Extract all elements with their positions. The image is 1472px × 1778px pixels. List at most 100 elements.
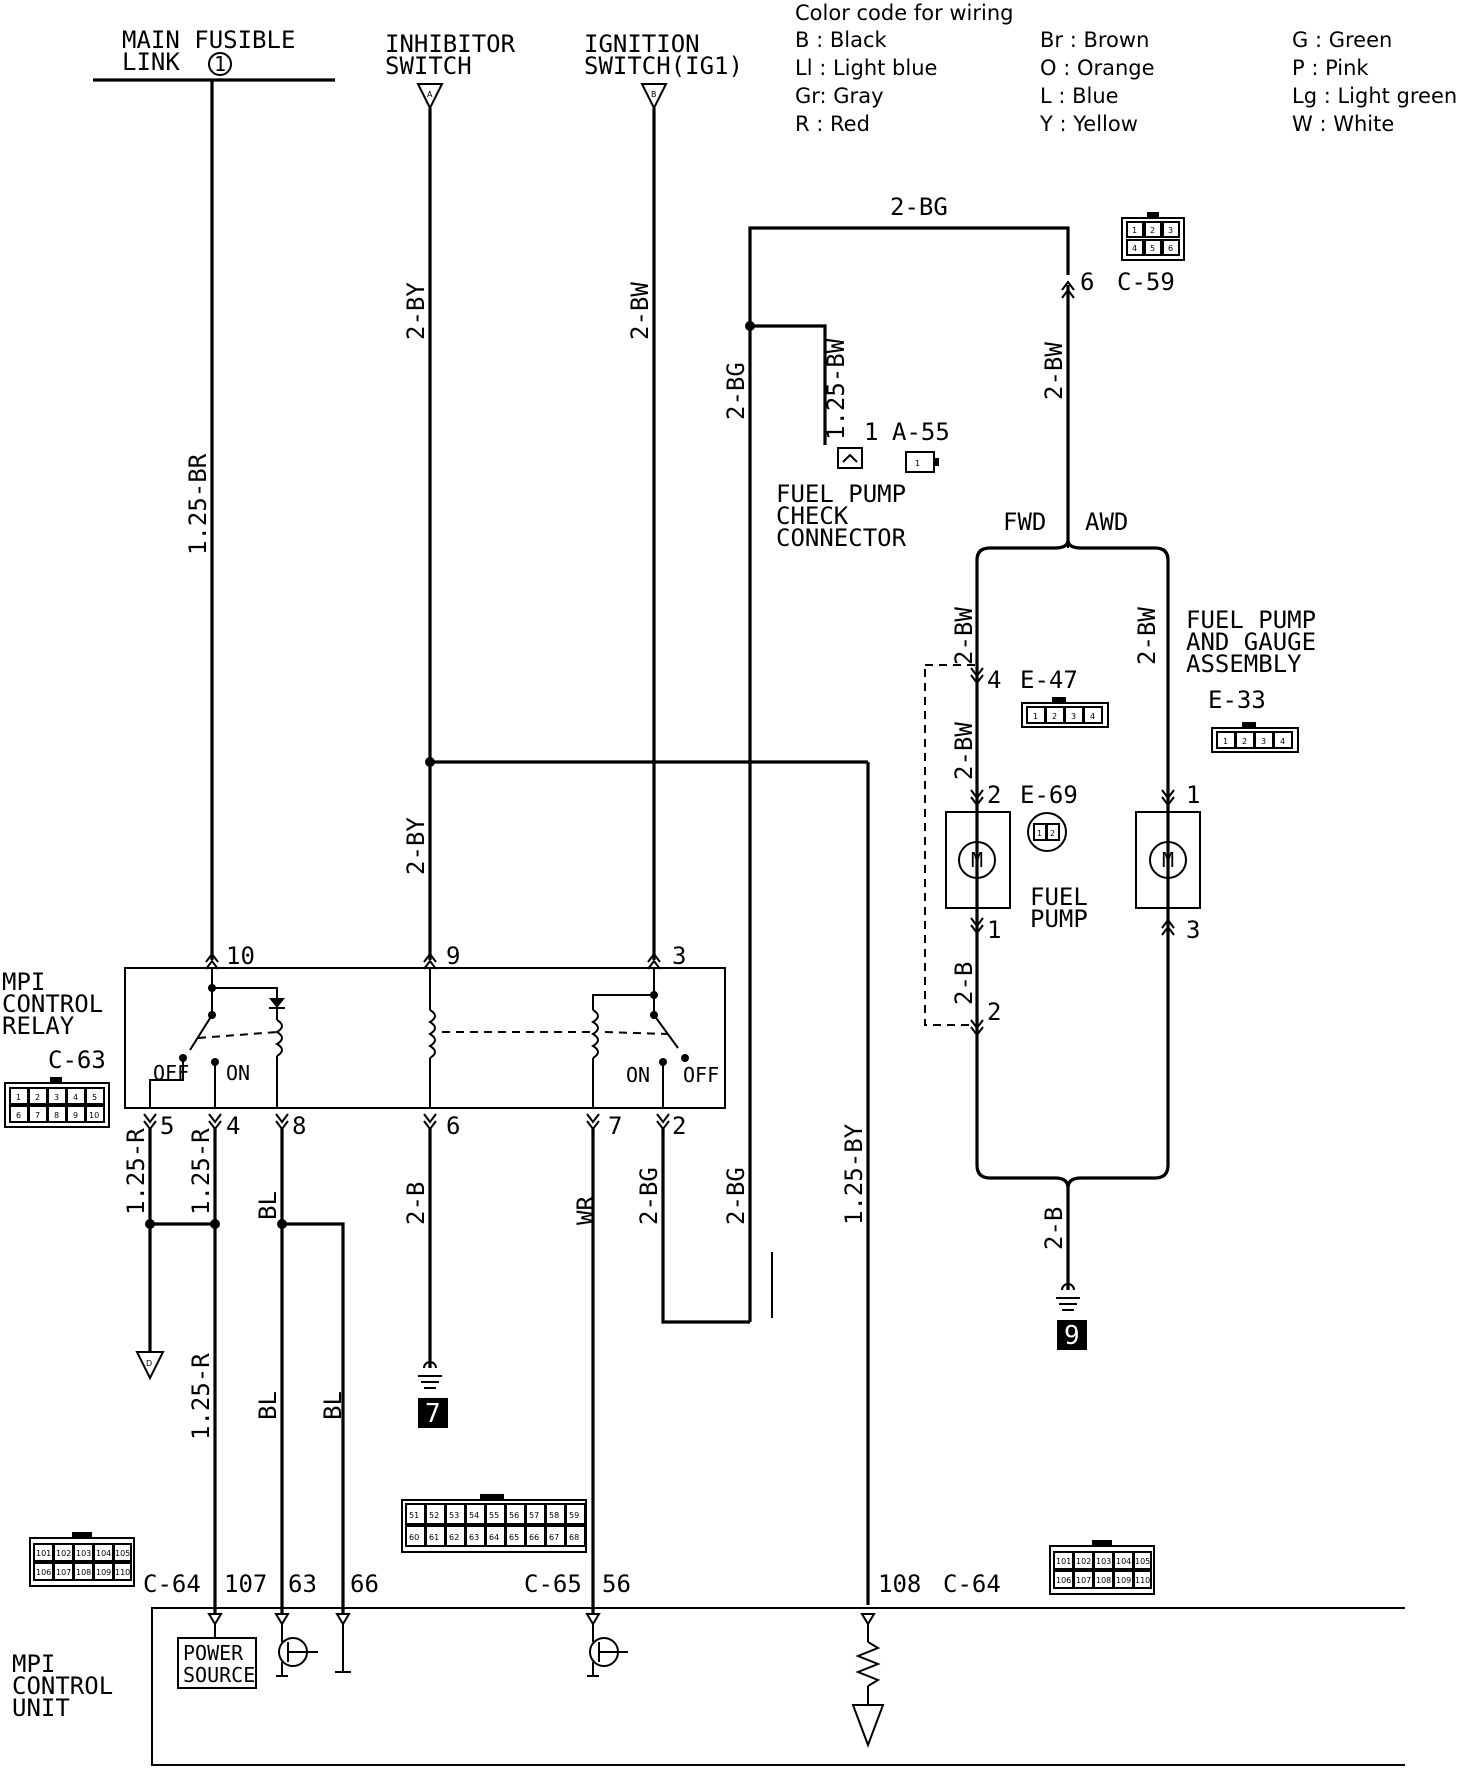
relay-bottom-pins: 5 4 8 6 7 2: [143, 1112, 686, 1140]
ecu-input-symbol: [860, 1613, 876, 1626]
ecu-label-1: MPI: [12, 1650, 55, 1678]
c59-pins: 1 2 3 4 5 6: [1126, 221, 1180, 256]
e47-pin-num: 2: [1052, 712, 1057, 721]
legend-entry: Lg : Light green: [1292, 84, 1457, 108]
awd-motor-circle: [1149, 841, 1187, 879]
relay-chevron: [205, 959, 219, 970]
c63-cell: [85, 1087, 105, 1105]
ignition-connector-symbol: [640, 83, 668, 111]
c64-cell: [113, 1543, 132, 1562]
c63-pin-num: 2: [35, 1093, 40, 1102]
split-brace-bottom: [975, 1164, 1170, 1189]
e47-tab: [1052, 697, 1066, 703]
awd-label: AWD: [1085, 508, 1128, 536]
c65-pin-num: 59: [569, 1511, 579, 1520]
c64-right-name: C-64: [943, 1570, 1001, 1598]
relay-pin-6: 6: [446, 1112, 460, 1140]
c65-cell: [565, 1525, 586, 1547]
c64-left-tab: [72, 1532, 92, 1538]
fuel-pump-label-2: PUMP: [1030, 905, 1088, 933]
legend-title: Color code for wiring: [795, 1, 1014, 25]
c64-cell: [1133, 1551, 1152, 1570]
relay-chevron: [586, 1113, 600, 1124]
fwd-pump-box: [945, 811, 1011, 909]
e33-pin-num: 1: [1223, 737, 1228, 746]
ignition-connector-letter: B: [651, 90, 657, 99]
connector-d-letter: D: [146, 1359, 152, 1368]
ecu-pin-56: 56: [602, 1570, 631, 1598]
check-connector-terminal: [837, 447, 863, 469]
relay-internal: [592, 994, 654, 1010]
legend-entry: Br : Brown: [1040, 28, 1149, 52]
relay-chevron: [205, 952, 219, 963]
c64-pin-num: 103: [76, 1549, 91, 1558]
ground-7-cap: [423, 1361, 437, 1369]
assy-label-3: ASSEMBLY: [1186, 650, 1302, 678]
fwd-label: FWD: [1003, 508, 1046, 536]
c64-right-pins: 101 102 103 104 105 106 107 108 109 110: [1053, 1551, 1152, 1589]
c63-pin-num: 1: [16, 1093, 21, 1102]
relay-label-1: MPI: [2, 968, 45, 996]
c59-pin-num: 3: [1168, 226, 1173, 235]
c63-pin-num: 10: [89, 1111, 99, 1120]
c63-pin-num: 5: [92, 1093, 97, 1102]
relay-coil-right: [591, 1009, 599, 1059]
c59-cell: [1162, 239, 1180, 256]
wire-labels: 1.25-BR 2-BY 2-BW 2-BG 2-BG 1.25-BW 2-BW…: [122, 193, 1161, 1440]
wire-label: 1.25-R: [122, 1128, 150, 1215]
e69-cell: [1046, 823, 1060, 841]
legend-entry: Gr: Gray: [795, 84, 884, 108]
e47-cell: [1083, 706, 1103, 724]
relay-on-left: ON: [226, 1061, 250, 1085]
c63-cell: [85, 1105, 105, 1123]
ground-9-box: [1057, 1320, 1087, 1350]
relay-switch-arm: [189, 1014, 213, 1051]
e47-pin-num: 4: [1090, 712, 1095, 721]
c63-pin-num: 3: [54, 1093, 59, 1102]
e33-pin-num: 4: [1280, 737, 1285, 746]
c65-pin-num: 64: [489, 1533, 499, 1542]
wire-label: 2-BW: [1133, 607, 1161, 665]
relay-pin-10: 10: [226, 942, 255, 970]
check-connector-name: A-55: [892, 418, 950, 446]
check-connector-pin: 1: [864, 418, 878, 446]
junction-dot: [745, 321, 755, 331]
e33-cell: [1273, 731, 1293, 749]
e47-chevron: [970, 1019, 984, 1030]
c59-pin-num: 2: [1150, 226, 1155, 235]
mpi-control-unit: MPI CONTROL UNIT POWER SOURCE: [12, 1607, 1405, 1766]
wire-label: BL: [254, 1191, 282, 1220]
c65-pin-num: 66: [529, 1533, 539, 1542]
c65-pin-num: 52: [429, 1511, 439, 1520]
c64-left-name: C-64: [143, 1570, 201, 1598]
lower-wires: [148, 1128, 595, 1615]
junction-dot: [425, 757, 435, 767]
c64-pin-num: 108: [1096, 1576, 1111, 1585]
c64-pin-num: 109: [1116, 1576, 1131, 1585]
e33-pins: 1 2 3 4: [1216, 731, 1293, 749]
e69-face: [1027, 812, 1067, 852]
c63-pin-num: 4: [73, 1093, 78, 1102]
wire-label: 1.25-BY: [840, 1123, 868, 1225]
relay-coil-left: [275, 1019, 283, 1057]
c63-tab: [50, 1077, 62, 1083]
ecu-pin-labels: 107 63 66 56 108: [224, 1570, 921, 1598]
c65-pin-num: 62: [449, 1533, 459, 1542]
wire-label: 1.25-R: [187, 1128, 215, 1215]
c65-pin-num: 57: [529, 1511, 539, 1520]
wire-bl-b: [282, 1222, 345, 1615]
e69-name: E-69: [1020, 781, 1078, 809]
e69-chevron: [970, 924, 984, 935]
c65-pin-num: 61: [429, 1533, 439, 1542]
e33-chevron: [1161, 925, 1175, 936]
fusible-number: 1: [214, 52, 226, 76]
c59-pin-num: 1: [1132, 226, 1137, 235]
awd-pump-box: [1135, 811, 1201, 909]
c59-cell: [1144, 221, 1162, 238]
c64-right-tab: [1092, 1540, 1112, 1546]
relay-chevron: [656, 1113, 670, 1124]
c59-pin-num: 4: [1132, 244, 1137, 253]
relay-chevron: [656, 1120, 670, 1131]
